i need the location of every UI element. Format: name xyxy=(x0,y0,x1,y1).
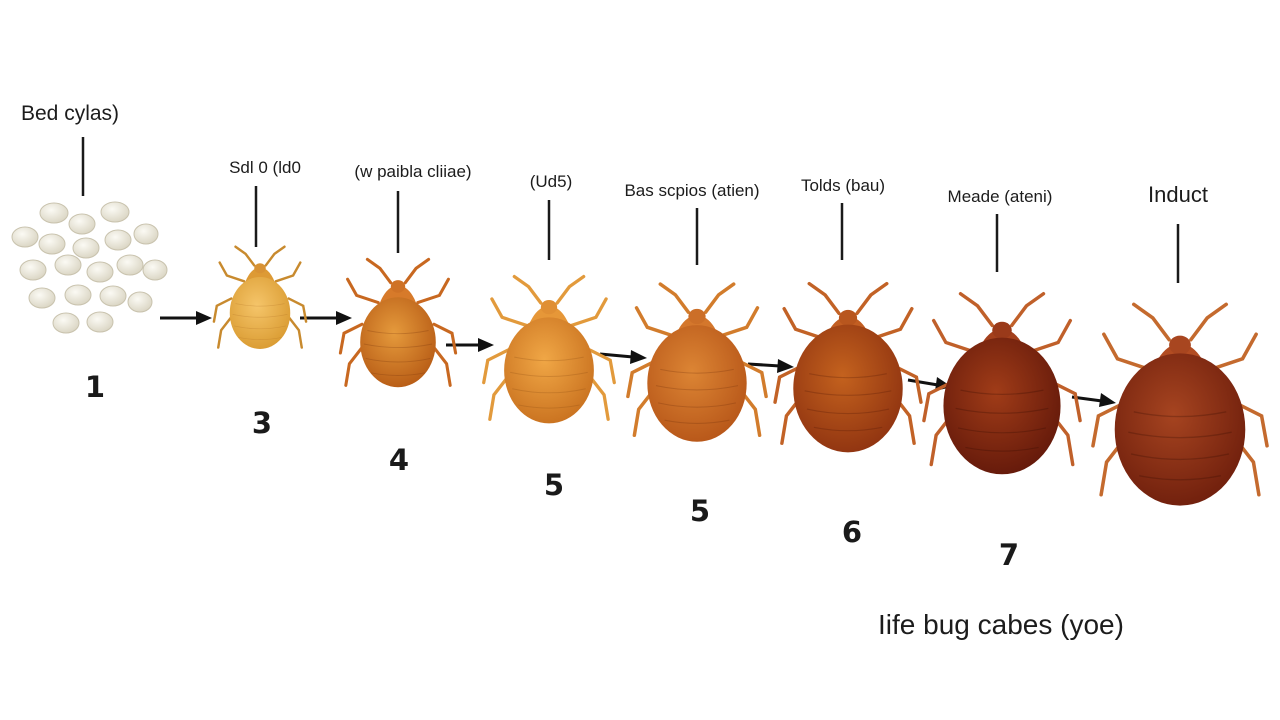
stage-number: 4 xyxy=(388,443,410,477)
bed-bug-icon xyxy=(922,292,1082,475)
stage-number: 5 xyxy=(543,468,565,502)
stage-label-first-instar: Sdl 0 (ld0 xyxy=(229,158,301,177)
bed-bug-icon xyxy=(1091,302,1269,506)
bed-bug-icon xyxy=(626,282,768,442)
stage-label-sixth-instar: Meade (ateni) xyxy=(947,187,1053,206)
egg-cluster-icon xyxy=(11,201,168,334)
stage-number: 7 xyxy=(998,538,1020,572)
bed-bug-icon xyxy=(212,245,308,349)
stage-label-adult: Induct xyxy=(1148,182,1208,207)
stage-label-second-instar: (w paibla cliiae) xyxy=(354,162,472,181)
bed-bug-icon xyxy=(482,274,616,424)
leader-lines xyxy=(81,137,1180,283)
stage-label-eggs: Bed cylas) xyxy=(21,102,120,125)
arrow-right-icon xyxy=(446,338,494,352)
arrow-right-icon xyxy=(300,311,352,325)
stage-number: 1 xyxy=(84,370,106,404)
bed-bug-icon xyxy=(773,281,923,453)
stage-label-fifth-instar: Tolds (bau) xyxy=(800,176,886,195)
bed-bug-icon xyxy=(338,257,458,388)
arrow-right-icon xyxy=(599,350,647,364)
arrow-right-icon xyxy=(747,359,794,373)
stage-number: 6 xyxy=(841,515,863,549)
arrow-right-icon xyxy=(160,311,212,325)
diagram-caption: Iife bug cabes (yoe) xyxy=(878,609,1124,640)
stage-number: 5 xyxy=(689,494,711,528)
stage-label-fourth-instar: Bas scpios (atien) xyxy=(624,181,760,200)
stage-number: 3 xyxy=(251,406,273,440)
stage-label-third-instar: (Ud5) xyxy=(529,172,573,191)
